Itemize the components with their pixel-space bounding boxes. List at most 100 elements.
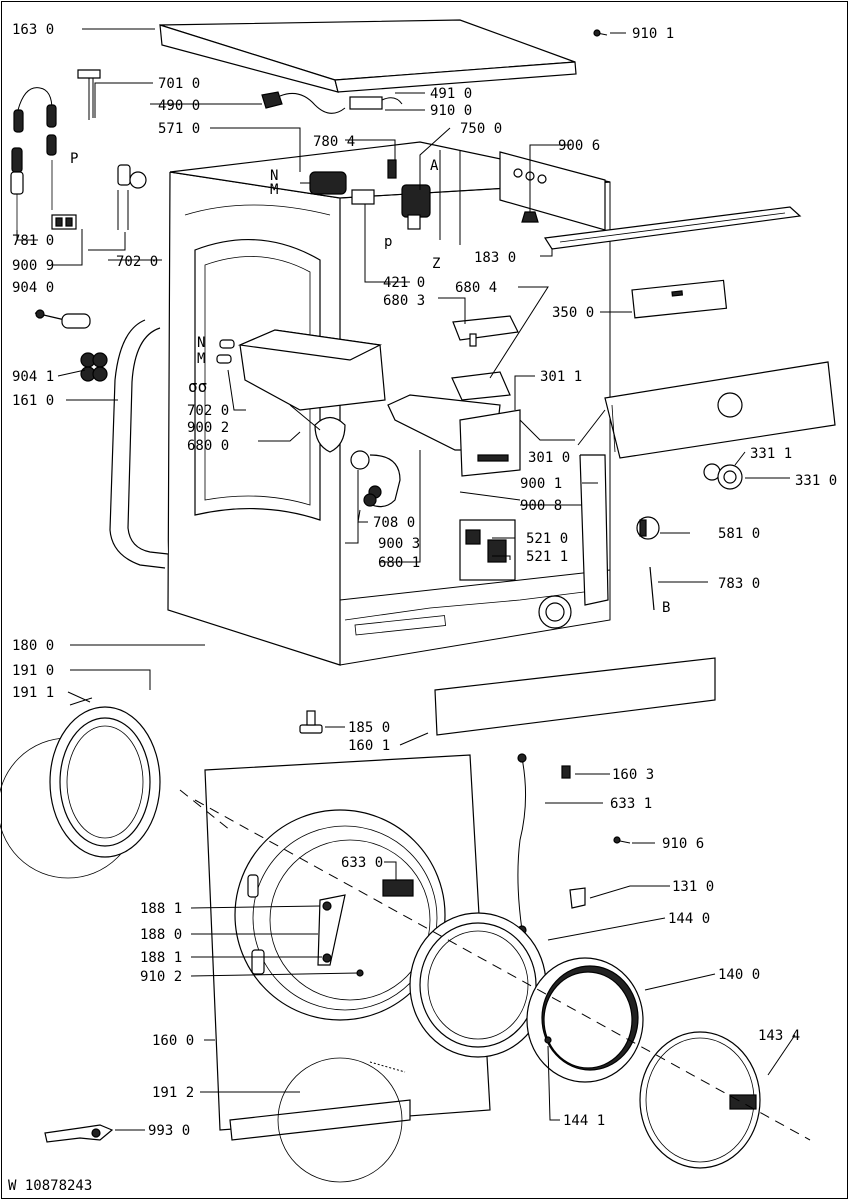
axis-line-left [179,789,231,831]
callout-904-0: 904 0 [12,280,54,296]
callout-900-6: 900 6 [558,138,600,154]
callout-183-0: 183 0 [474,250,516,266]
callout-490-0: 490 0 [158,98,200,114]
callout-421-0: 421 0 [383,275,425,291]
callout-301-1: 301 1 [540,369,582,385]
door-inner-ring [409,912,547,1058]
callout-904-1: 904 1 [12,369,54,385]
marker-p-lower: p [384,234,392,250]
callout-188-1-a: 188 1 [140,901,182,917]
callout-910-1: 910 1 [632,26,674,42]
hose-clips-left [10,87,77,230]
marker-N-mid: N [197,335,205,351]
callout-301-0: 301 0 [528,450,570,466]
callout-143-4: 143 4 [758,1028,800,1044]
callout-900-2: 900 2 [187,420,229,436]
callout-633-0: 633 0 [341,855,383,871]
motor-filter [300,171,347,195]
cabinet-frame [167,141,611,666]
marker-M-top: M [270,182,278,198]
callout-180-0: 180 0 [12,638,54,654]
marker-B: B [662,600,670,616]
top-cover [159,19,577,93]
mains-cable [261,91,346,114]
cover-strip [543,206,802,250]
callout-144-1: 144 1 [563,1113,605,1129]
callout-131-0: 131 0 [672,879,714,895]
callout-331-0: 331 0 [795,473,837,489]
callout-910-6: 910 6 [662,836,704,852]
screw-910-6 [613,836,631,844]
callout-702-0-mid: 702 0 [187,403,229,419]
callout-900-9: 900 9 [12,258,54,274]
foot [34,309,91,329]
callout-188-1-b: 188 1 [140,950,182,966]
callout-191-2: 191 2 [152,1085,194,1101]
callout-781-0: 781 0 [12,233,54,249]
callout-185-0: 185 0 [348,720,390,736]
drawer-insert [451,371,511,401]
callout-708-0: 708 0 [373,515,415,531]
callout-633-1: 633 1 [610,796,652,812]
callout-191-1: 191 1 [12,685,54,701]
leader-lines [16,28,796,1131]
marker-A: A [430,158,439,174]
gasket-frame [109,319,169,569]
callout-521-1: 521 1 [526,549,568,565]
callout-191-0: 191 0 [12,663,54,679]
drawer-siphon [452,315,519,347]
callout-571-0: 571 0 [158,121,200,137]
inlet-valve [351,159,431,230]
wiring-bracket [579,454,609,606]
pcb-module [459,491,521,581]
hose-783 [649,566,655,611]
callout-993-0: 993 0 [148,1123,190,1139]
callout-labels: 163 0 910 1 701 0 490 0 491 0 910 0 571 … [12,22,837,1139]
screw-top [593,29,608,37]
display-board [631,279,728,319]
callout-780-4: 780 4 [313,134,355,150]
door-spring [277,1057,406,1183]
door-outer [639,1031,761,1169]
door-lock [382,879,414,897]
marker-M-mid: M [197,351,205,367]
callout-140-0: 140 0 [718,967,760,983]
callout-910-0: 910 0 [430,103,472,119]
callout-680-4: 680 4 [455,280,497,296]
callout-163-0: 163 0 [12,22,54,38]
callout-680-3: 680 3 [383,293,425,309]
callout-521-0: 521 0 [526,531,568,547]
letter-markers: P N M A p Z N M B [70,151,670,616]
control-bracket [499,151,606,231]
callout-680-1: 680 1 [378,555,420,571]
callout-900-1: 900 1 [520,476,562,492]
foot-caps [80,352,108,382]
callout-160-1: 160 1 [348,738,390,754]
callout-160-0: 160 0 [152,1033,194,1049]
drawer-handle [459,409,521,477]
pressure-hose [77,69,101,120]
callout-144-0: 144 0 [668,911,710,927]
drain-filter-key [44,1124,114,1143]
clip-160-3 [561,765,571,779]
marker-Z: Z [432,256,440,272]
door-glass [526,957,644,1083]
axis-line [194,799,811,1141]
callout-750-0: 750 0 [460,121,502,137]
drawing-number: W 10878243 [8,1178,92,1194]
dispenser-housing [237,329,386,453]
callout-160-3: 160 3 [612,767,654,783]
pressure-switch [636,516,660,540]
drain-hose [350,450,401,508]
callout-188-0: 188 0 [140,927,182,943]
callout-161-0: 161 0 [12,393,54,409]
callout-900-3: 900 3 [378,536,420,552]
hinge-131 [569,887,586,909]
hinge [317,894,364,977]
filter-top [349,96,403,110]
nozzles: σσ [188,339,235,396]
callout-783-0: 783 0 [718,576,760,592]
callout-581-0: 581 0 [718,526,760,542]
